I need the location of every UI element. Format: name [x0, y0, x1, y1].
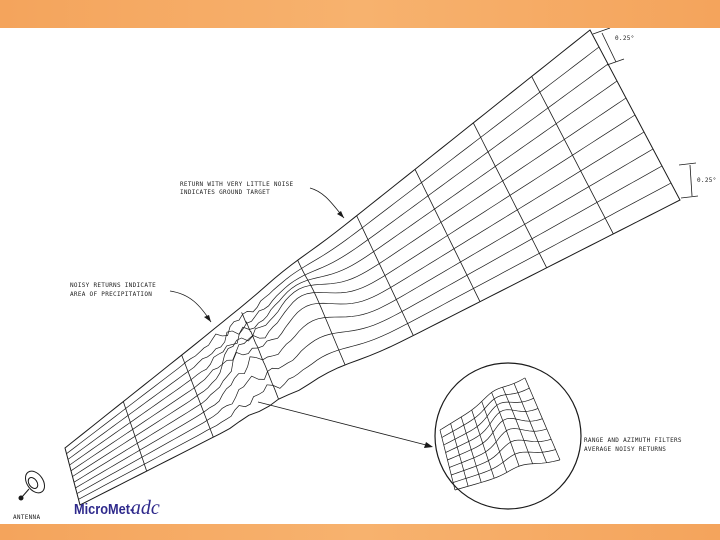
inset-azimuth-line: [439, 377, 526, 431]
azimuth-line: [67, 63, 609, 460]
precipitation-arrowhead: [204, 315, 211, 322]
angle-label-top: 0.25°: [615, 35, 635, 42]
inset-azimuth-line: [443, 397, 534, 446]
micromet-logo: MicroMet-adc: [74, 497, 174, 520]
angle-dimension-right: [678, 162, 699, 199]
filters-label-line2: AVERAGE NOISY RETURNS: [584, 446, 666, 453]
inset-azimuth-line: [451, 438, 552, 476]
radar-beam-diagram: 0.25° 0.25° RETURN WITH VERY LITTLE NOIS…: [13, 28, 717, 521]
beam-outline: [64, 29, 681, 506]
inset-azimuth-line: [454, 459, 561, 491]
header-bar: [0, 0, 720, 28]
angle-dimension-top: [592, 28, 625, 66]
angle-label-right: 0.25°: [697, 177, 717, 184]
precipitation-label-line1: NOISY RETURNS INDICATE: [70, 282, 156, 289]
inset-azimuth-line: [453, 449, 556, 483]
filters-arrowhead: [424, 442, 433, 448]
filtered-surface-inset: [439, 377, 561, 491]
precipitation-label-line2: AREA OF PRECIPITATION: [70, 291, 152, 298]
azimuth-line: [76, 165, 663, 494]
ground-target-label-line2: INDICATES GROUND TARGET: [180, 189, 270, 196]
azimuth-line: [78, 182, 672, 500]
azimuth-line: [75, 148, 654, 489]
inset-azimuth-line: [445, 408, 539, 453]
filters-label-line1: RANGE AND AZIMUTH FILTERS: [584, 437, 682, 444]
filters-arrow: [257, 401, 431, 447]
range-line: [181, 355, 214, 438]
ground-target-arrowhead: [337, 211, 344, 218]
antenna-icon: [18, 470, 46, 501]
footer-bar: [0, 524, 720, 540]
inset-azimuth-line: [441, 387, 530, 438]
inset-range-line: [439, 429, 456, 491]
brand-main-text: MicroMet-: [74, 501, 135, 518]
inset-azimuth-line: [449, 428, 547, 468]
antenna-label: ANTENNA: [13, 514, 40, 521]
range-line: [297, 260, 346, 366]
brand-italic-text: adc: [130, 497, 160, 519]
azimuth-line: [73, 131, 645, 483]
azimuth-line: [72, 114, 636, 477]
azimuth-line: [66, 46, 600, 454]
ground-target-label-line1: RETURN WITH VERY LITTLE NOISE: [180, 181, 294, 188]
azimuth-line: [69, 80, 618, 466]
azimuth-line: [70, 97, 627, 472]
inset-azimuth-line: [447, 417, 543, 461]
signal-surface: [66, 46, 672, 500]
